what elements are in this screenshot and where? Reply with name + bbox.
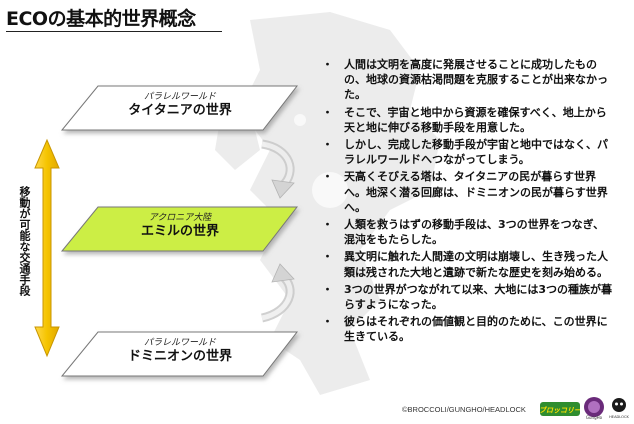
curved-arrow-up-bottom (260, 263, 295, 323)
list-item: ・彼らはそれぞれの価値観と目的のために、この世界に生きている。 (322, 314, 612, 344)
plane-emil-label: アクロニア大陸 エミルの世界 (80, 213, 280, 240)
svg-text:ブロッコリー: ブロッコリー (540, 406, 580, 415)
svg-text:GungHo: GungHo (586, 415, 603, 420)
bullet-text: 彼らはそれぞれの価値観と目的のために、この世界に生きている。 (344, 315, 608, 344)
list-item: ・そこで、宇宙と地中から資源を確保すべく、地上から天と地に伸びる移動手段を用意し… (322, 105, 612, 135)
plane-emil-name: エミルの世界 (140, 224, 219, 239)
bullet-text: そこで、宇宙と地中から資源を確保すべく、地上から天と地に伸びる移動手段を用意した… (344, 105, 607, 134)
transport-vertical-label: 移動が可能な交通手段 (18, 186, 31, 296)
plane-emil (60, 206, 299, 252)
plane-dominion-name: ドミニオンの世界 (127, 349, 232, 364)
gungho-logo: GungHo (584, 397, 604, 420)
bullet-text: 人類を救うはずの移動手段は、3つの世界をつなぎ、混沌をもたらした。 (344, 218, 605, 247)
list-item: ・ 3つの世界がつながれて以来、大地には3つの種族が暮らすようになった。 (322, 282, 612, 312)
page-title: ECOの基本的世界概念 (6, 8, 196, 30)
bullet-text: しかし、完成した移動手段が宇宙と地中ではなく、パラレルワールドへつながってしまう… (344, 138, 608, 167)
list-item: ・人間は文明を高度に発展させることに成功したものの、地球の資源枯渇問題を克服する… (322, 57, 612, 103)
plane-titania-label: パラレルワールド タイタニアの世界 (80, 92, 280, 119)
bullet-marker: ・ (322, 105, 333, 119)
bullet-text: 人間は文明を高度に発展させることに成功したものの、地球の資源枯渇問題を克服するこ… (344, 58, 608, 102)
bullet-marker: ・ (322, 138, 333, 152)
bullet-text: 異文明に触れた人間達の文明は崩壊し、生き残った人類は残された大地と遺跡で新たな歴… (344, 250, 608, 279)
bullet-marker: ・ (322, 58, 333, 71)
list-item: ・人類を救うはずの移動手段は、3つの世界をつなぎ、混沌をもたらした。 (322, 217, 612, 247)
plane-dominion-sub: パラレルワールド (143, 338, 216, 348)
plane-emil-sub: アクロニア大陸 (148, 213, 212, 223)
plane-dominion-label: パラレルワールド ドミニオンの世界 (80, 338, 280, 365)
title-underline (6, 31, 222, 32)
bullet-marker: ・ (322, 315, 333, 329)
plane-titania (60, 85, 299, 131)
list-item: ・しかし、完成した移動手段が宇宙と地中ではなく、パラレルワールドへつながってしま… (322, 137, 612, 167)
story-bullet-list: ・人間は文明を高度に発展させることに成功したものの、地球の資源枯渇問題を克服する… (322, 57, 612, 347)
vertical-double-arrow (34, 138, 60, 358)
plane-dominion (60, 331, 299, 377)
plane-titania-name: タイタニアの世界 (128, 103, 232, 118)
curved-arrow-down-top (261, 139, 295, 199)
svg-text:HEADLOCK: HEADLOCK (609, 415, 629, 419)
broccoli-logo: ブロッコリー (540, 402, 580, 416)
bullet-text: 3つの世界がつながれて以来、大地には3つの種族が暮らすようになった。 (344, 282, 612, 312)
copyright-text: ©BROCCOLI/GUNGHO/HEADLOCK (402, 405, 526, 414)
bullet-marker: ・ (322, 250, 333, 264)
headlock-logo: HEADLOCK (609, 398, 630, 419)
bullet-marker: ・ (322, 282, 333, 296)
bullet-marker: ・ (322, 218, 333, 232)
bullet-text: 天高くそびえる塔は、タイタニアの民が暮らす世界へ。地深く潜る回廊は、ドミニオンの… (344, 170, 608, 214)
list-item: ・天高くそびえる塔は、タイタニアの民が暮らす世界へ。地深く潜る回廊は、ドミニオン… (322, 169, 612, 215)
bullet-marker: ・ (322, 170, 333, 184)
list-item: ・異文明に触れた人間達の文明は崩壊し、生き残った人類は残された大地と遺跡で新たな… (322, 249, 612, 279)
plane-titania-sub: パラレルワールド (143, 92, 216, 102)
